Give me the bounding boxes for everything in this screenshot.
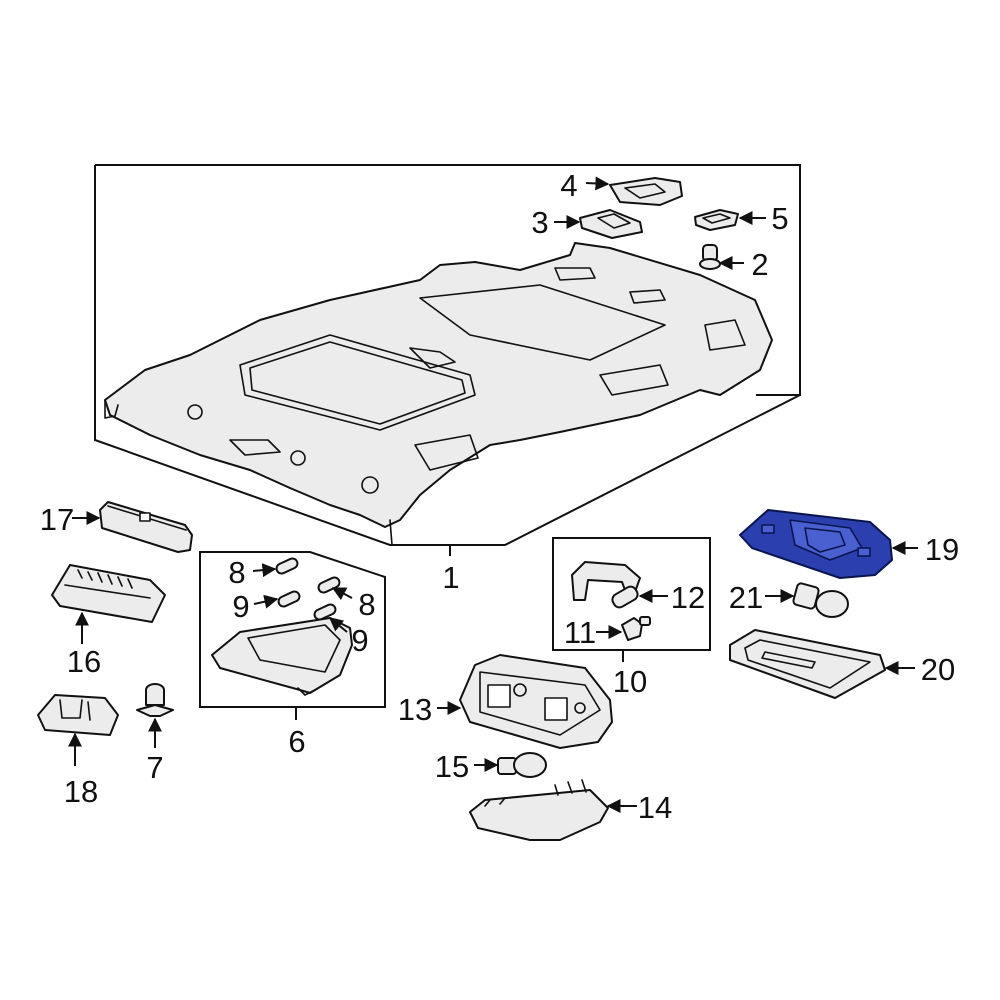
part-4-shape[interactable] bbox=[609, 177, 683, 206]
callout-8a: 8 bbox=[228, 555, 245, 590]
part-13-console[interactable] bbox=[459, 654, 613, 749]
part-9-clip-b[interactable] bbox=[313, 603, 337, 621]
callout-3: 3 bbox=[531, 205, 548, 240]
part-2-clip[interactable] bbox=[699, 244, 721, 270]
leader-lines bbox=[68, 176, 918, 813]
callout-20: 20 bbox=[921, 652, 955, 687]
part-21-bulb[interactable] bbox=[792, 582, 849, 618]
part-5-shape[interactable] bbox=[694, 209, 739, 231]
callout-2: 2 bbox=[751, 247, 768, 282]
callout-17: 17 bbox=[40, 502, 74, 537]
callout-12: 12 bbox=[671, 580, 705, 615]
callout-4: 4 bbox=[560, 168, 577, 203]
part-15-bulb[interactable] bbox=[497, 752, 547, 778]
headliner-part[interactable] bbox=[104, 242, 773, 546]
callout-6: 6 bbox=[288, 724, 305, 759]
part-11-shape[interactable] bbox=[621, 616, 651, 641]
callout-1: 1 bbox=[442, 560, 459, 595]
part-3-shape[interactable] bbox=[579, 209, 643, 239]
part-17-shape[interactable] bbox=[99, 501, 193, 553]
callout-16: 16 bbox=[67, 644, 101, 679]
callout-5: 5 bbox=[771, 201, 788, 236]
part-14-lens[interactable] bbox=[469, 779, 609, 841]
callout-7: 7 bbox=[146, 750, 163, 785]
callout-19: 19 bbox=[925, 532, 959, 567]
part-6-sun-visor[interactable] bbox=[211, 617, 353, 696]
part-16-shape[interactable] bbox=[51, 564, 166, 623]
callout-14: 14 bbox=[638, 790, 672, 825]
callout-9b: 9 bbox=[351, 623, 368, 658]
callout-18: 18 bbox=[64, 774, 98, 809]
callout-21: 21 bbox=[729, 580, 763, 615]
part-7-clip[interactable] bbox=[136, 683, 174, 717]
part-19-highlighted[interactable] bbox=[739, 509, 893, 579]
visor-group-frame bbox=[199, 551, 386, 708]
callout-15: 15 bbox=[435, 749, 469, 784]
part-8-clip-b[interactable] bbox=[317, 576, 341, 594]
headliner-frame bbox=[94, 164, 801, 546]
grab-handle-group-frame bbox=[552, 537, 711, 651]
callout-9a: 9 bbox=[232, 589, 249, 624]
part-12-shape[interactable] bbox=[610, 584, 640, 609]
callout-11: 11 bbox=[564, 615, 596, 650]
callout-13: 13 bbox=[398, 692, 432, 727]
part-8-clip-a[interactable] bbox=[275, 557, 299, 575]
part-9-clip-a[interactable] bbox=[277, 590, 301, 608]
callout-10: 10 bbox=[613, 664, 647, 699]
callout-8b: 8 bbox=[358, 587, 375, 622]
part-18-shape[interactable] bbox=[37, 694, 119, 736]
part-20-lens[interactable] bbox=[729, 629, 886, 699]
